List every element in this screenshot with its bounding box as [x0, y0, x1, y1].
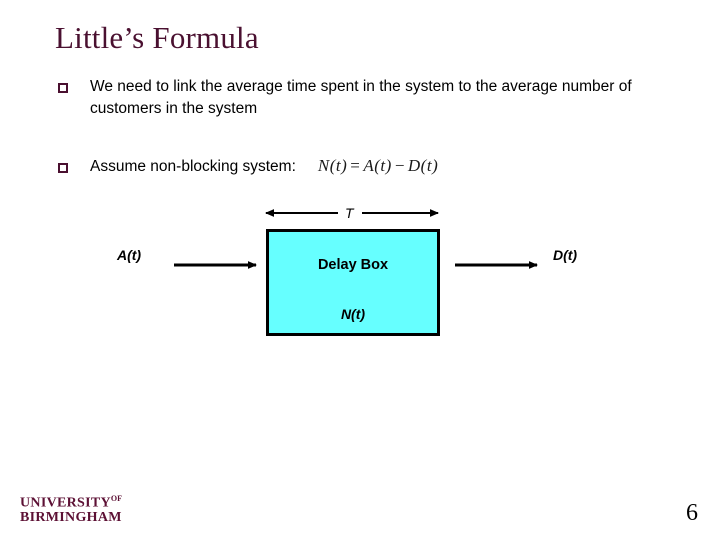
formula-lhs: N(t): [317, 156, 348, 175]
logo-line-2: BIRMINGHAM: [20, 509, 122, 525]
input-label-at: A(t): [117, 247, 142, 263]
bullet-item-2-content: Assume non-blocking system: N(t)=A(t)−D(…: [90, 156, 658, 178]
formula-term-2: D(t): [407, 156, 439, 175]
logo-line-1: UNIVERSITYOF: [20, 492, 122, 511]
delay-box: Delay Box N(t): [266, 229, 440, 336]
bullet-list: We need to link the average time spent i…: [58, 76, 658, 178]
span-label-t: T: [345, 205, 354, 221]
square-bullet-icon: [58, 163, 68, 173]
bullet-item-1: We need to link the average time spent i…: [58, 76, 658, 120]
formula-minus: −: [394, 156, 405, 175]
bullet-item-2-text: Assume non-blocking system:: [90, 158, 296, 175]
university-logo: UNIVERSITYOF BIRMINGHAM: [20, 492, 122, 525]
formula-term-1: A(t): [363, 156, 392, 175]
bullet-item-2: Assume non-blocking system: N(t)=A(t)−D(…: [58, 156, 658, 178]
page-title: Little’s Formula: [55, 20, 259, 55]
formula-equals: =: [350, 156, 361, 175]
formula-equation: N(t)=A(t)−D(t): [318, 156, 438, 176]
square-bullet-icon: [58, 83, 68, 93]
page-number: 6: [686, 500, 698, 526]
delay-box-label: Delay Box: [317, 257, 389, 273]
logo-of-superscript: OF: [110, 494, 123, 503]
delay-box-sublabel-nt: N(t): [340, 306, 366, 322]
logo-university-text: UNIVERSITY: [20, 495, 111, 511]
bullet-item-1-text: We need to link the average time spent i…: [90, 78, 632, 117]
output-label-dt: D(t): [553, 247, 578, 263]
